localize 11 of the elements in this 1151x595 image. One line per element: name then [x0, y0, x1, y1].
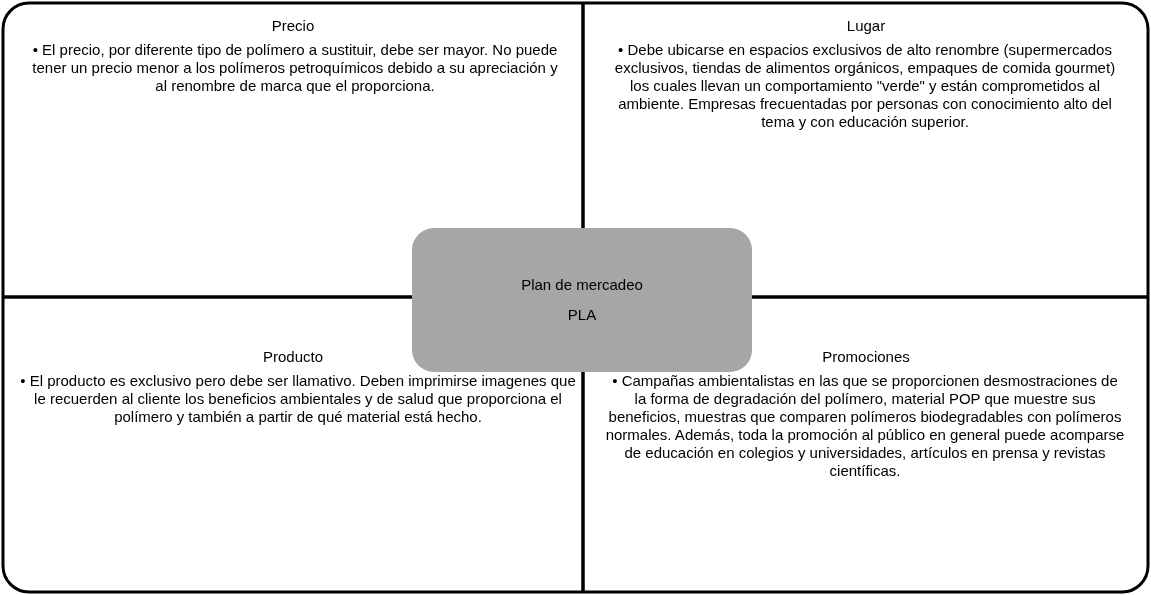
- quadrant-heading: Producto: [262, 348, 323, 365]
- center-box: [412, 228, 752, 372]
- quadrant-heading: Lugar: [846, 17, 886, 34]
- quadrant-text: • Campañas ambientalistas en las que se proporcionen desmostraciones de la forma de degradación del polímero, material POP que muestre sus beneficios, muestras que comparen polímeros biodegradables con polímeros normales. Además, toda la promoción al público en general puede acomparse de educación en colegios y universidades, artículos en prensa y revistas científicas.: [605, 372, 1125, 480]
- quadrant-heading: Promociones: [822, 348, 910, 365]
- center-text: Plan de mercadeo: [521, 275, 643, 295]
- quadrant-text: • Debe ubicarse en espacios exclusivos de alto renombre (supermercados exclusivos, tiendas de alimentos orgánicos, empaques de comida gourmet) los cuales llevan un comportamiento "verde" y están comprometidos al ambiente. Empresas frecuentadas por personas con conocimiento alto del tema y con educación superior.: [613, 41, 1117, 131]
- quadrant-heading: Precio: [271, 17, 315, 34]
- center-text: PLA: [567, 305, 597, 325]
- quadrant-text: • El precio, por diferente tipo de polímero a sustituir, debe ser mayor. No puede tener un precio menor a los polímeros petroquímicos debido a su apreciación y al renombre de marca que el proporciona.: [31, 41, 559, 95]
- quadrant-text: • El producto es exclusivo pero debe ser llamativo. Deben imprimirse imagenes que le recuerden al cliente los beneficios ambientales y de salud que proporciona el polímero y también a partir de qué material está hecho.: [19, 372, 577, 426]
